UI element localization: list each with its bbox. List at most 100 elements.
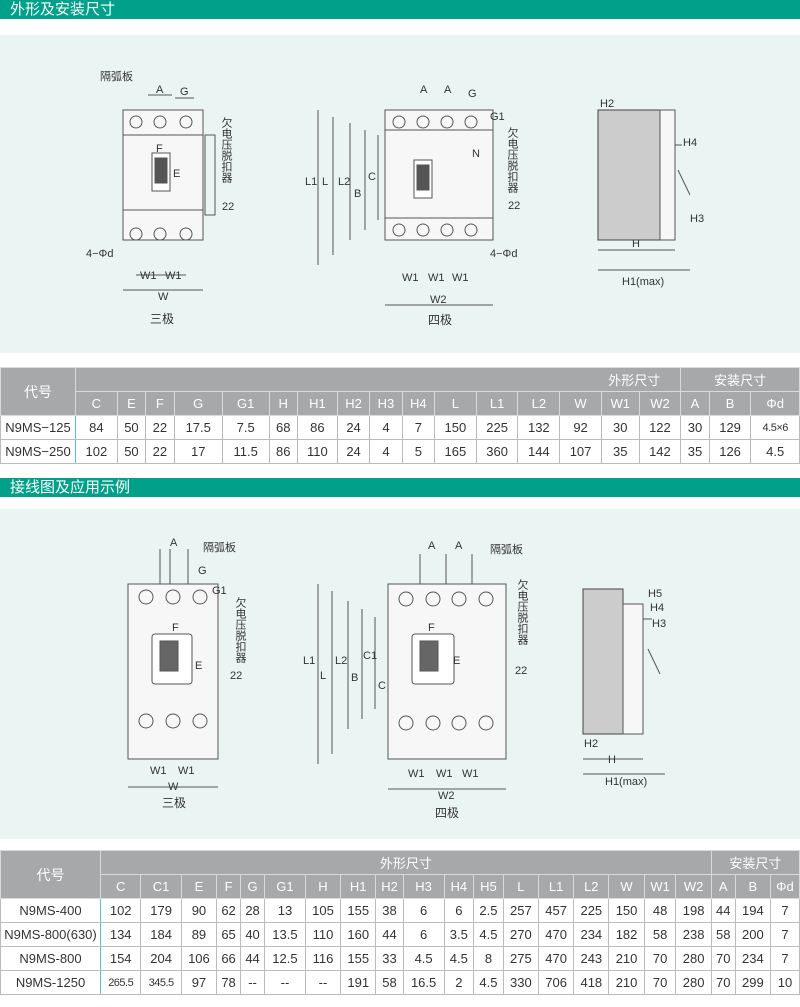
section-header-wiring: 接线图及应用示例 xyxy=(0,478,800,497)
col-header: H2 xyxy=(336,391,371,416)
value-cell: 457 xyxy=(537,898,575,923)
col-header: B xyxy=(708,391,752,416)
value-cell: 35 xyxy=(600,439,640,464)
col-header: L xyxy=(502,874,539,899)
dim-A: A xyxy=(428,540,436,552)
value-cell: 6 xyxy=(443,898,475,923)
dim-E: E xyxy=(195,660,202,672)
col-header: H3 xyxy=(369,391,403,416)
value-cell: 275 xyxy=(502,946,539,971)
dim-G1: G1 xyxy=(490,111,505,123)
dim-L2: L2 xyxy=(338,176,350,188)
col-header: E xyxy=(116,391,147,416)
value-cell: -- xyxy=(264,970,306,995)
col-header: H1 xyxy=(340,874,377,899)
caption-three-pole: 三极 xyxy=(162,796,186,810)
value-cell: 78 xyxy=(216,970,242,995)
col-header: E xyxy=(180,874,218,899)
value-cell: 4.5 xyxy=(473,970,504,995)
drawing-four-pole: L1 L L2 B C A A G G1 N 欠电压脱扣器 22 4−Φd W1… xyxy=(305,84,520,327)
dim-W1: W1 xyxy=(408,768,425,780)
label-arc-barrier: 隔弧板 xyxy=(490,542,523,556)
dim-H1-max: H1(max) xyxy=(622,276,664,288)
drawing-three-pole-large: A 隔弧板 G G1 F E 欠电压脱扣器 22 W1 W1 W 三极 xyxy=(127,537,247,810)
value-cell: 66 xyxy=(216,946,242,971)
value-cell: 129 xyxy=(708,415,752,440)
dim-H5: H5 xyxy=(648,588,662,600)
col-header: H4 xyxy=(443,874,475,899)
col-header: W xyxy=(559,391,602,416)
value-cell: 280 xyxy=(675,970,712,995)
value-cell: 68 xyxy=(268,415,298,440)
dim-C1: C1 xyxy=(363,650,377,662)
drawing-panel-2: A 隔弧板 G G1 F E 欠电压脱扣器 22 W1 W1 W 三极 L1 L… xyxy=(0,509,800,839)
dim-H2: H2 xyxy=(600,98,614,110)
dim-W2: W2 xyxy=(438,790,455,802)
value-cell: 12.5 xyxy=(264,946,306,971)
dim-G: G xyxy=(468,88,477,100)
value-cell: 106 xyxy=(180,946,218,971)
dim-L1: L1 xyxy=(303,655,315,667)
value-cell: 182 xyxy=(608,922,645,947)
value-cell: 234 xyxy=(734,946,771,971)
value-cell: 165 xyxy=(434,439,477,464)
col-header: W2 xyxy=(638,391,682,416)
value-cell: 70 xyxy=(643,946,677,971)
value-cell: 204 xyxy=(140,946,182,971)
dim-H4: H4 xyxy=(650,602,664,614)
value-cell: 191 xyxy=(340,970,377,995)
value-cell: 38 xyxy=(375,898,404,923)
model-cell: N9MS-1250 xyxy=(0,970,101,995)
model-cell: N9MS-800(630) xyxy=(0,922,101,947)
caption-four-pole: 四极 xyxy=(428,313,452,327)
dim-A: A xyxy=(156,84,164,96)
dim-F: F xyxy=(428,622,435,634)
value-cell: 44 xyxy=(375,922,404,947)
value-cell: 257 xyxy=(502,898,539,923)
col-header: G xyxy=(240,874,266,899)
value-cell: 4.5 xyxy=(402,946,445,971)
dim-E: E xyxy=(173,168,180,180)
col-header: W1 xyxy=(643,874,677,899)
label-undervoltage-release: 欠电压脱扣器 xyxy=(220,116,233,184)
value-cell: 13 xyxy=(264,898,306,923)
value-cell: 24 xyxy=(336,439,371,464)
col-header: F xyxy=(145,391,175,416)
dim-F: F xyxy=(172,622,179,634)
label-undervoltage-release: 欠电压脱扣器 xyxy=(516,578,529,646)
value-cell: 86 xyxy=(268,439,298,464)
value-cell: 44 xyxy=(240,946,266,971)
col-header: W1 xyxy=(600,391,640,416)
col-header: H5 xyxy=(473,874,504,899)
value-cell: 58 xyxy=(710,922,736,947)
col-header: H xyxy=(268,391,298,416)
dim-W1: W1 xyxy=(178,765,195,777)
model-cell: N9MS−250 xyxy=(0,439,76,464)
value-cell: 107 xyxy=(559,439,602,464)
value-cell: 150 xyxy=(608,898,645,923)
value-cell: 48 xyxy=(643,898,677,923)
value-cell: 86 xyxy=(296,415,338,440)
dim-A: A xyxy=(444,84,452,96)
value-cell: 4 xyxy=(369,415,403,440)
col-header: C1 xyxy=(140,874,182,899)
dim-E: E xyxy=(453,655,460,667)
dim-H: H xyxy=(608,754,616,766)
value-cell: 2.5 xyxy=(473,898,504,923)
group-mount-dims: 安装尺寸 xyxy=(680,367,800,392)
value-cell: 4.5 xyxy=(443,946,475,971)
value-cell: 198 xyxy=(675,898,712,923)
value-cell: 16.5 xyxy=(402,970,445,995)
col-header: L2 xyxy=(517,391,561,416)
drawing-three-pole: 隔弧板 A G F E 欠电压脱扣器 22 4−Φd W1 W1 W 三极 xyxy=(86,69,234,326)
col-header: H2 xyxy=(375,874,404,899)
col-header: Φd xyxy=(750,391,800,416)
dim-A: A xyxy=(420,84,428,96)
value-cell: 30 xyxy=(680,415,710,440)
dim-W1: W1 xyxy=(452,272,469,284)
value-cell: 3.5 xyxy=(443,922,475,947)
